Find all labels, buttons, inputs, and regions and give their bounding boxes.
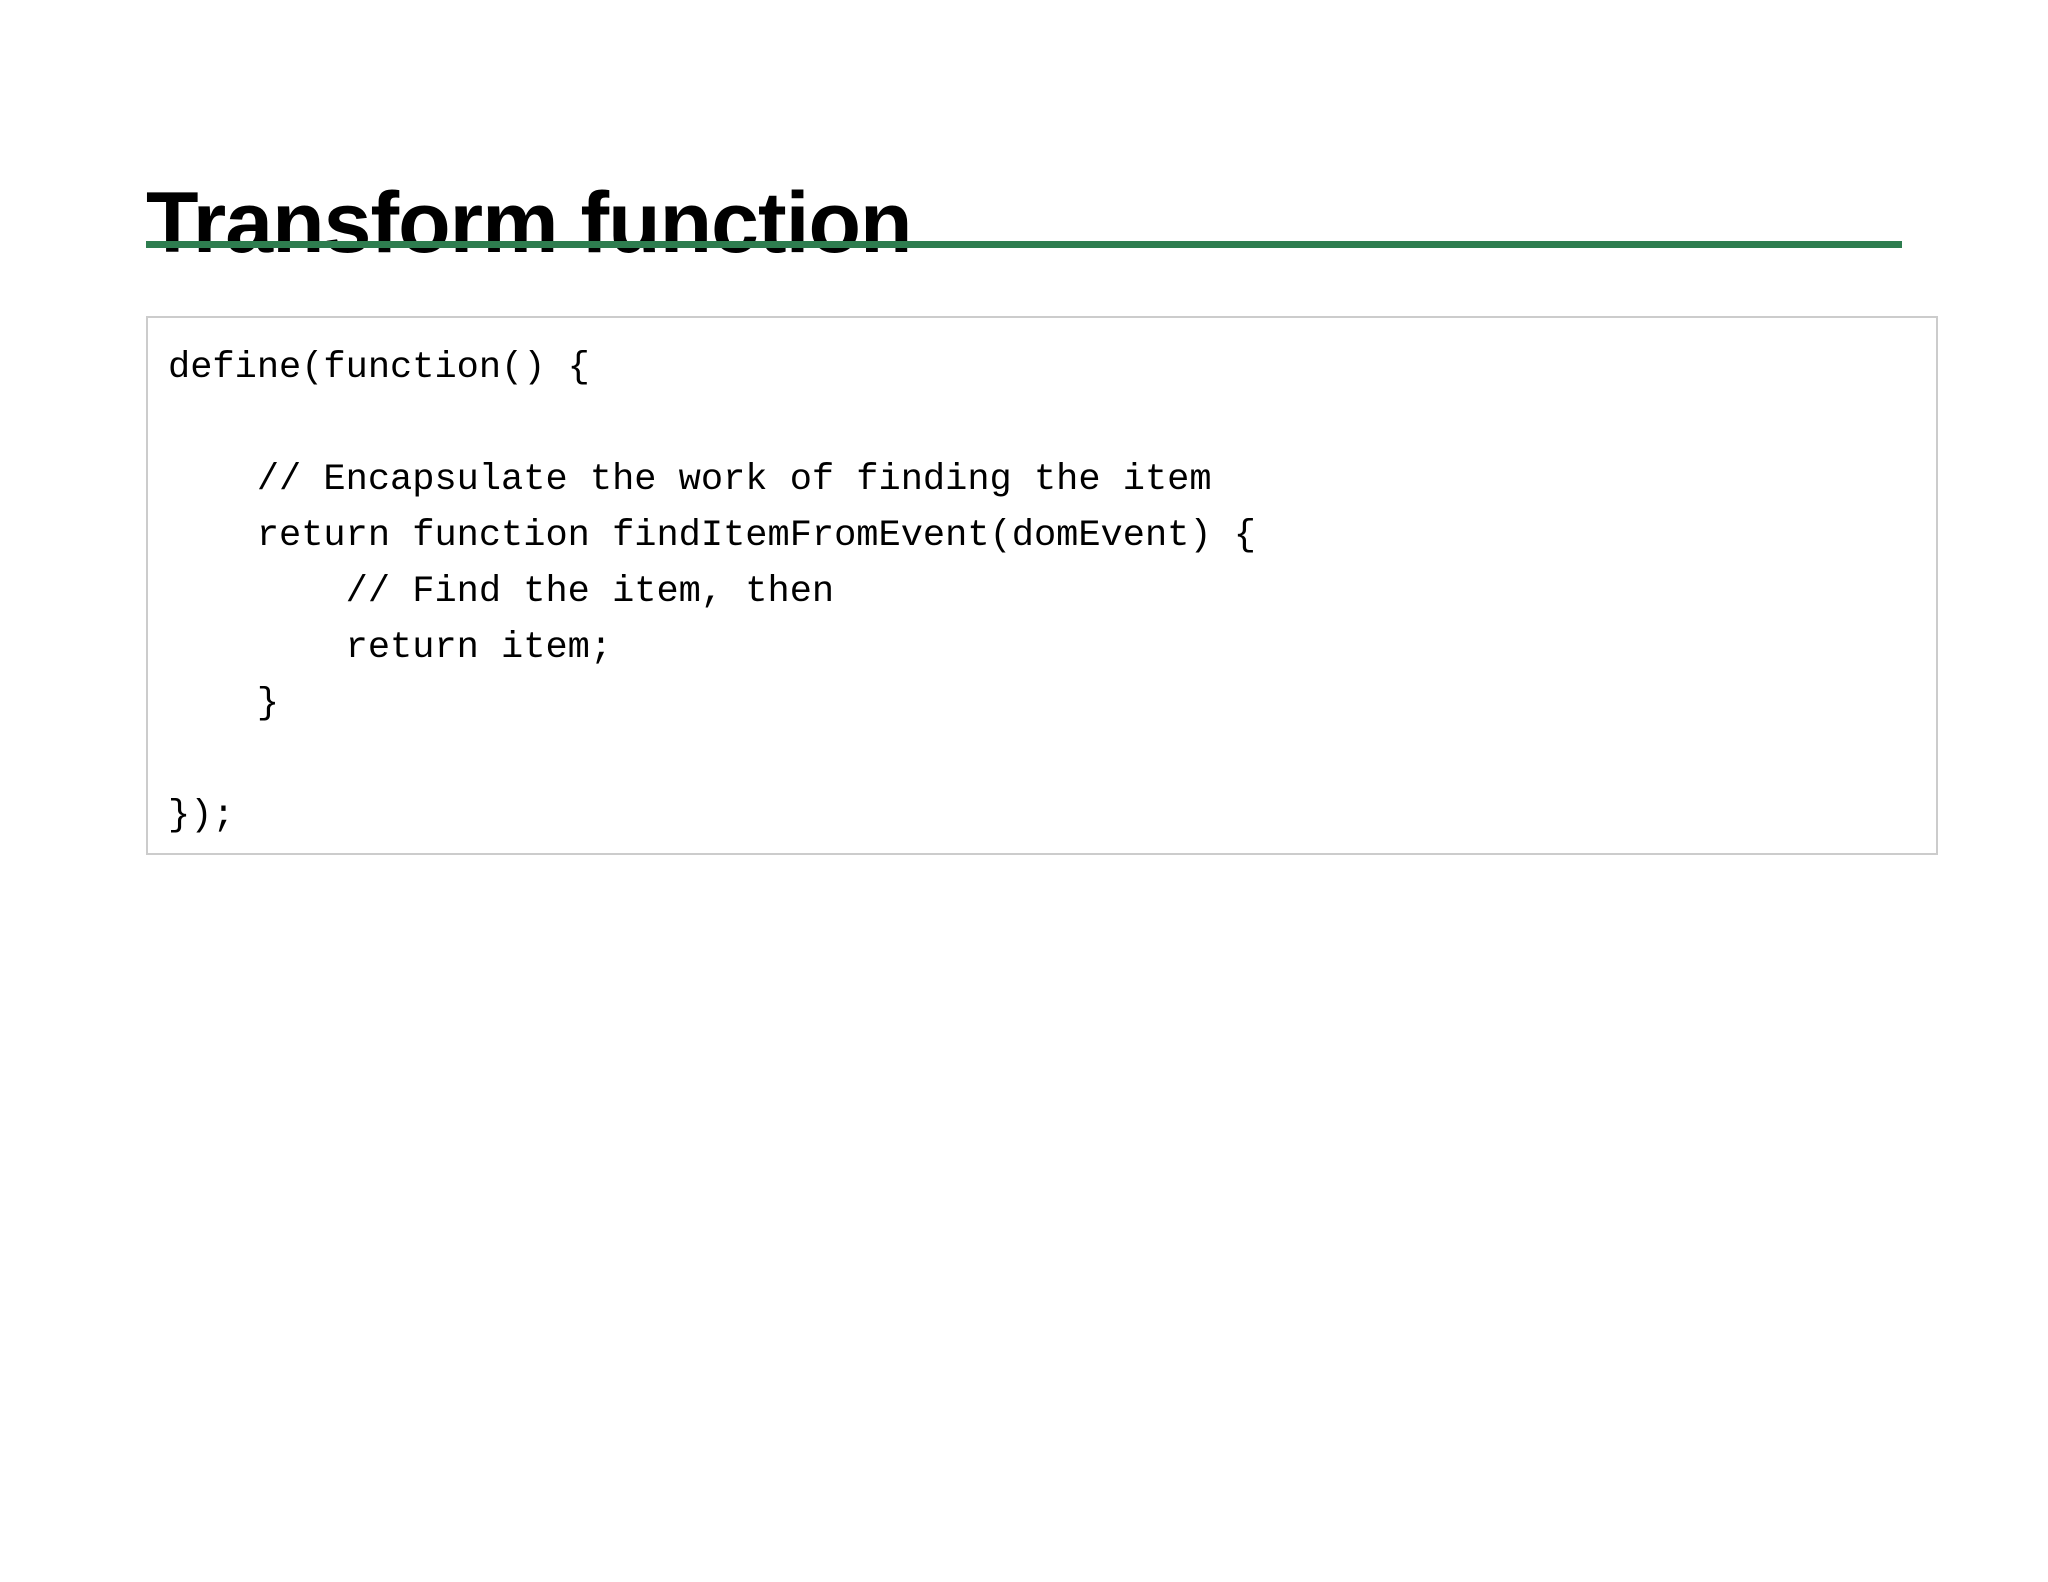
title-underline-rule xyxy=(146,241,1902,248)
code-line xyxy=(168,396,1936,452)
code-line: return item; xyxy=(168,627,613,669)
code-line xyxy=(168,732,1936,788)
code-line: } xyxy=(168,683,280,725)
code-line: define(function() { xyxy=(168,347,590,389)
code-line: }); xyxy=(168,795,235,837)
code-line: // Encapsulate the work of finding the i… xyxy=(168,459,1212,501)
code-line: // Find the item, then xyxy=(168,571,835,613)
code-block: define(function() { // Encapsulate the w… xyxy=(146,316,1938,855)
code-line: return function findItemFromEvent(domEve… xyxy=(168,515,1256,557)
page-title: Transform function xyxy=(146,174,913,271)
code-listing: define(function() { // Encapsulate the w… xyxy=(168,340,1936,844)
